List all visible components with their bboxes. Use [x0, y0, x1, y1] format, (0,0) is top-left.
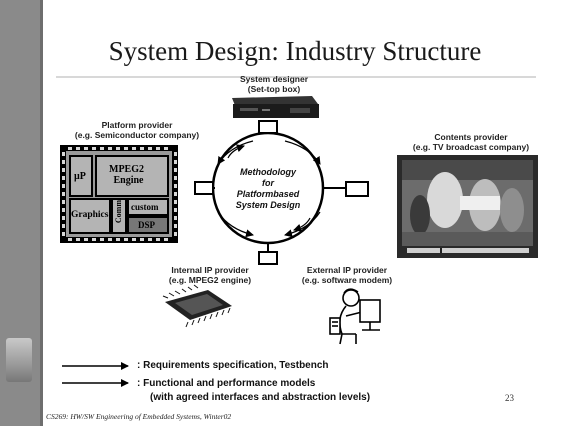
tv-screen-image — [397, 155, 538, 258]
methodology-line2: for — [262, 178, 274, 188]
methodology-text: Methodology for Platformbased System Des… — [212, 167, 324, 211]
title-divider — [56, 76, 536, 78]
corner-image — [6, 338, 32, 382]
chip-block-dsp: DSP — [138, 220, 156, 230]
methodology-line4: System Design — [235, 200, 301, 210]
programmer-image — [329, 288, 381, 345]
legend-arrows — [62, 362, 129, 387]
chip-block-custom: custom — [131, 202, 159, 212]
contents-provider-label: Contents provider (e.g. TV broadcast com… — [397, 132, 545, 152]
system-designer-title: System designer — [239, 74, 309, 84]
legend-requirements: : Requirements specification, Testbench — [137, 360, 329, 371]
external-ip-title: External IP provider — [306, 265, 388, 275]
platform-chip-diagram — [60, 145, 178, 243]
external-ip-label: External IP provider (e.g. software mode… — [282, 265, 412, 285]
chip-block-comm: Comm — [114, 200, 123, 224]
platform-provider-subtitle: (e.g. Semiconductor company) — [74, 130, 200, 140]
system-designer-label: System designer (Set-top box) — [234, 74, 314, 94]
node-left — [194, 181, 214, 195]
legend-models: : Functional and performance models — [137, 378, 316, 389]
legend-models-detail: (with agreed interfaces and abstraction … — [150, 392, 371, 403]
slide-title: System Design: Industry Structure — [108, 36, 482, 66]
node-bottom — [258, 251, 278, 265]
platform-provider-label: Platform provider (e.g. Semiconductor co… — [62, 120, 212, 140]
chip-block-up: µP — [74, 171, 86, 182]
internal-ip-label: Internal IP provider (e.g. MPEG2 engine) — [150, 265, 270, 285]
internal-ip-subtitle: (e.g. MPEG2 engine) — [168, 275, 252, 285]
microchip-image — [162, 284, 232, 328]
internal-ip-title: Internal IP provider — [171, 265, 249, 275]
system-designer-subtitle: (Set-top box) — [247, 84, 301, 94]
slide-footer: CS269: HW/SW Engineering of Embedded Sys… — [46, 412, 232, 421]
side-bar-edge — [40, 0, 43, 426]
methodology-line1: Methodology — [240, 167, 296, 177]
contents-provider-title: Contents provider — [434, 132, 508, 142]
platform-provider-title: Platform provider — [101, 120, 173, 130]
chip-block-mpeg2: MPEG2 Engine — [109, 164, 144, 186]
methodology-line3: Platformbased — [236, 189, 300, 199]
set-top-box-image — [232, 96, 319, 118]
chip-block-mpeg2-line1: MPEG2 — [109, 164, 144, 175]
chip-block-mpeg2-line2: Engine — [113, 175, 144, 186]
external-ip-subtitle: (e.g. software modem) — [301, 275, 393, 285]
page-number: 23 — [505, 393, 514, 403]
node-right — [345, 181, 369, 197]
cycle-arrows — [217, 140, 321, 238]
node-top — [258, 120, 278, 134]
contents-provider-subtitle: (e.g. TV broadcast company) — [412, 142, 530, 152]
chip-block-graphics: Graphics — [71, 210, 109, 220]
